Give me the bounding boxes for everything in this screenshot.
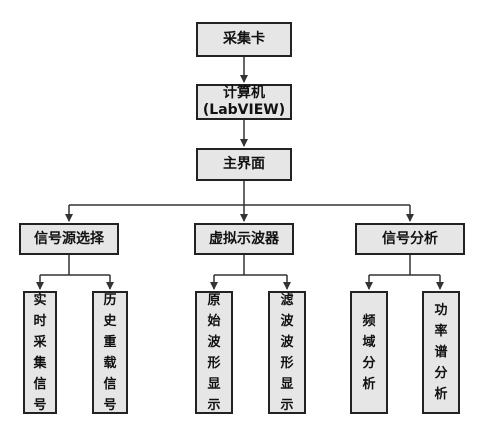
realtime-acquisition-signal-box: 实时采集信号 [23,291,57,414]
history-reload-signal-label: 历史重载信号 [103,292,117,413]
original-waveform-display-label: 原始波形显示 [207,292,221,413]
main-interface-box: 主界面 [196,148,292,181]
signal-analysis-label: 信号分析 [382,230,438,247]
signal-analysis-box: 信号分析 [355,223,465,255]
acquisition-card-box: 采集卡 [196,22,292,57]
filtered-waveform-display-label: 滤波波形显示 [280,292,294,413]
power-spectrum-analysis-label: 功率谱分析 [434,303,448,402]
signal-source-select-label: 信号源选择 [34,230,104,247]
power-spectrum-analysis-box: 功率谱分析 [422,291,460,414]
virtual-oscilloscope-label: 虚拟示波器 [209,230,279,247]
signal-source-select-box: 信号源选择 [19,223,119,255]
main-interface-label: 主界面 [223,156,265,172]
virtual-oscilloscope-box: 虚拟示波器 [194,223,294,255]
realtime-acquisition-signal-label: 实时采集信号 [33,292,47,413]
frequency-domain-analysis-box: 频域分析 [350,291,388,414]
computer-label: 计算机 [223,85,265,101]
original-waveform-display-box: 原始波形显示 [195,291,233,414]
computer-box: 计算机 (LabVIEW) [196,84,292,120]
filtered-waveform-display-box: 滤波波形显示 [268,291,306,414]
history-reload-signal-box: 历史重载信号 [92,291,128,414]
frequency-domain-analysis-label: 频域分析 [362,313,376,392]
labview-label: (LabVIEW) [202,102,286,118]
acquisition-card-label: 采集卡 [223,31,265,47]
